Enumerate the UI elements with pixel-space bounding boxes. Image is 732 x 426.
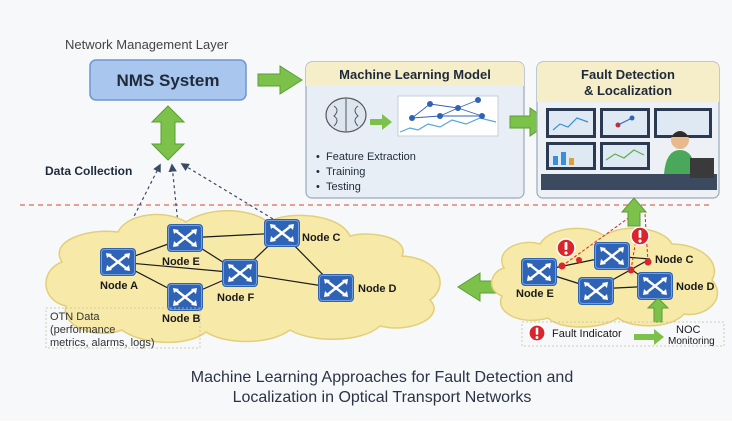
ml-title: Machine Learning Model bbox=[339, 67, 491, 82]
operator-icon bbox=[664, 131, 714, 178]
ml-bullet-text-3: Testing bbox=[326, 181, 361, 193]
data-collection-arrows bbox=[117, 163, 279, 249]
ml-bullet-text-2: Training bbox=[326, 166, 365, 178]
otn-line-2: (performance bbox=[50, 324, 115, 336]
fault-indicator-legend: Fault Indicator NOC Monitoring bbox=[521, 321, 725, 347]
fault-title-line2: & Localization bbox=[584, 83, 672, 98]
node-f-icon[interactable] bbox=[222, 259, 258, 287]
noc-arrow bbox=[634, 329, 664, 345]
ml-model-box[interactable]: Machine Learning Model • Feature Extract… bbox=[305, 61, 525, 199]
node-e-icon[interactable] bbox=[167, 224, 203, 252]
caption-line-2: Localization in Optical Transport Networ… bbox=[233, 389, 532, 406]
ml-bullet-3: • bbox=[316, 181, 320, 193]
noc-up-arrow bbox=[646, 297, 670, 323]
node-f-label: Node F bbox=[217, 292, 255, 304]
fault-title-line1: Fault Detection bbox=[581, 67, 675, 82]
fault-node-c-label: Node C bbox=[655, 254, 694, 266]
node-d-label: Node D bbox=[358, 283, 397, 295]
otn-data-note: OTN Data (performance metrics, alarms, l… bbox=[45, 307, 201, 349]
neural-chart-icon bbox=[397, 95, 499, 137]
node-c-icon[interactable] bbox=[264, 219, 300, 247]
alert-icon-right[interactable] bbox=[630, 226, 650, 246]
ml-bullet-1: • bbox=[316, 151, 320, 163]
data-collection-label: Data Collection bbox=[45, 164, 132, 178]
alert-icon-left[interactable] bbox=[556, 238, 576, 258]
ml-bullet-text-1: Feature Extraction bbox=[326, 151, 416, 163]
bidirectional-arrow bbox=[150, 105, 186, 161]
node-b-icon[interactable] bbox=[167, 283, 203, 311]
nms-box[interactable]: NMS System bbox=[89, 59, 247, 101]
ml-flow-arrow bbox=[370, 114, 392, 130]
node-c-label: Node C bbox=[302, 232, 341, 244]
brain-icon bbox=[325, 97, 367, 133]
ml-bullet-2: • bbox=[316, 166, 320, 178]
fault-node-e-icon[interactable] bbox=[521, 258, 557, 286]
fault-points bbox=[558, 257, 652, 274]
node-d-icon[interactable] bbox=[318, 274, 354, 302]
fault-node-mid-icon[interactable] bbox=[578, 277, 614, 305]
node-a-label: Node A bbox=[100, 280, 138, 292]
monitor-wall-icon bbox=[541, 108, 717, 190]
otn-line-3: metrics, alarms, logs) bbox=[50, 337, 155, 349]
fault-node-c-icon[interactable] bbox=[594, 242, 630, 270]
fault-indicator-label: Fault Indicator bbox=[552, 328, 622, 340]
fault-indicator-icon bbox=[528, 324, 546, 342]
noc-label-line1: NOC bbox=[676, 324, 701, 336]
node-b-label: Node B bbox=[162, 313, 201, 325]
fault-node-e-label: Node E bbox=[516, 288, 554, 300]
node-a-icon[interactable] bbox=[100, 248, 136, 276]
noc-label-line2: Monitoring bbox=[668, 336, 715, 347]
layer-label: Network Management Layer bbox=[65, 37, 229, 52]
fault-detection-box[interactable]: Fault Detection & Localization bbox=[536, 61, 720, 199]
fault-node-d-icon[interactable] bbox=[637, 272, 673, 300]
nms-title: NMS System bbox=[117, 71, 220, 90]
up-arrow-to-fault bbox=[620, 197, 648, 227]
nms-to-ml-arrow bbox=[257, 65, 303, 95]
node-e-label: Node E bbox=[162, 256, 200, 268]
otn-line-1: OTN Data bbox=[50, 311, 100, 323]
caption-line-1: Machine Learning Approaches for Fault De… bbox=[191, 369, 573, 386]
fault-node-d-label: Node D bbox=[676, 281, 715, 293]
